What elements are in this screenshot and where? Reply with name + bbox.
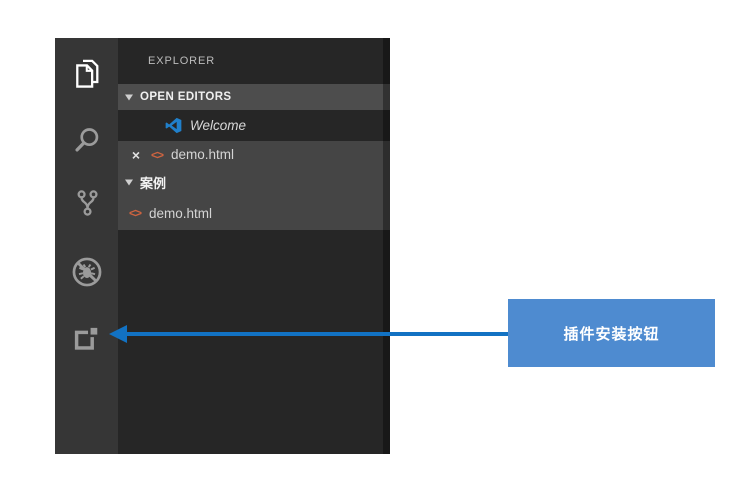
twistie-expanded-icon	[124, 92, 134, 102]
open-editor-item-welcome[interactable]: Welcome	[118, 110, 390, 141]
sidebar-title: EXPLORER	[148, 55, 216, 67]
activity-bar-item-explorer[interactable]	[55, 57, 118, 91]
open-editor-label: Welcome	[190, 118, 247, 133]
activity-bar-item-extensions[interactable]	[55, 320, 118, 354]
folder-name: 案例	[140, 175, 167, 191]
twistie-expanded-icon	[124, 177, 134, 187]
section-label: OPEN EDITORS	[140, 91, 232, 103]
sidebar-edge-shadow	[383, 38, 390, 454]
debug-disabled-icon	[71, 256, 103, 288]
open-editor-item-demo-html[interactable]: × <> demo.html	[118, 141, 390, 168]
vscode-logo-icon	[165, 117, 182, 134]
annotation-callout: 插件安装按钮	[508, 299, 715, 367]
extensions-icon	[72, 322, 102, 352]
activity-bar-item-debug[interactable]	[55, 255, 118, 289]
html-tag-icon: <>	[151, 147, 164, 162]
annotation-arrow-line	[126, 332, 508, 336]
vscode-window: EXPLORER OPEN EDITORS Welcome	[55, 38, 390, 454]
annotation-arrowhead	[109, 325, 127, 343]
search-icon	[73, 126, 101, 154]
section-header-open-editors[interactable]: OPEN EDITORS	[118, 84, 390, 110]
source-control-icon	[74, 188, 100, 218]
activity-bar	[55, 38, 118, 454]
file-item-demo-html[interactable]: <> demo.html	[118, 196, 390, 230]
activity-bar-item-source-control[interactable]	[55, 186, 118, 220]
open-editor-label: demo.html	[171, 147, 235, 162]
section-header-folder[interactable]: 案例	[118, 168, 390, 196]
activity-bar-item-search[interactable]	[55, 123, 118, 157]
html-tag-icon: <>	[129, 206, 142, 220]
explorer-sidebar: EXPLORER OPEN EDITORS Welcome	[118, 38, 390, 454]
files-icon	[72, 58, 102, 90]
file-label: demo.html	[149, 205, 213, 221]
explorer-sections: OPEN EDITORS Welcome × <> demo.html	[118, 84, 390, 230]
close-icon[interactable]: ×	[131, 146, 141, 163]
